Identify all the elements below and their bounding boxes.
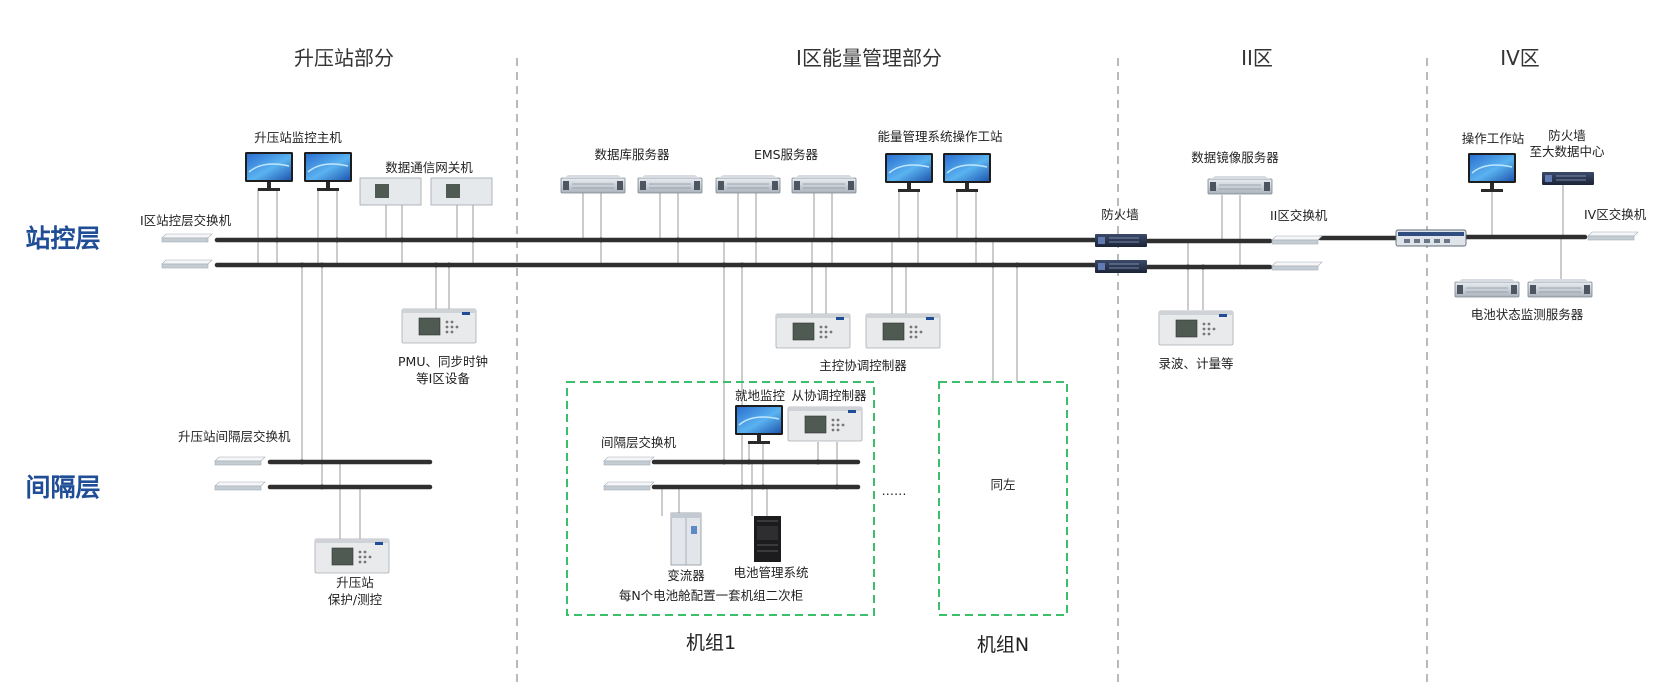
label-firewall-bigdata-line1: 防火墙 — [1548, 128, 1586, 143]
label-pmu-line2: 等I区设备 — [416, 371, 470, 386]
label-master-controller: 主控协调控制器 — [819, 358, 907, 373]
slave-controller-device-icon — [787, 406, 863, 442]
pcs-cabinet-icon — [670, 512, 702, 566]
bms-cabinet-icon — [754, 516, 781, 562]
switch-icon — [603, 456, 655, 466]
label-boost-protect-line2: 保护/测控 — [328, 592, 383, 607]
station-bus — [214, 234, 1588, 270]
switch-icon — [1271, 261, 1323, 271]
controller-device-icon — [865, 313, 941, 349]
label-firewall: 防火墙 — [1101, 207, 1139, 222]
server-icon — [715, 174, 781, 194]
gateway-screen-icon — [446, 184, 460, 198]
monitor-icon — [942, 152, 992, 193]
label-unit1: 机组1 — [686, 632, 736, 654]
pmu-device-icon — [401, 308, 477, 344]
firewall-icon — [1094, 259, 1148, 274]
label-boost-bay-switch: 升压站间隔层交换机 — [178, 429, 291, 444]
label-same-as-left: 同左 — [990, 477, 1015, 492]
gateway-device-icon — [430, 177, 493, 206]
label-data-comm-gateway: 数据通信网关机 — [385, 160, 473, 175]
server-icon — [1454, 278, 1520, 298]
label-ems-workstation: 能量管理系统操作工站 — [877, 129, 1002, 144]
firewall-icon — [1541, 171, 1595, 186]
server-icon — [637, 174, 703, 194]
label-ems-server: EMS服务器 — [754, 147, 819, 162]
switch-icon — [161, 233, 213, 243]
label-pcs: 变流器 — [667, 568, 705, 583]
monitor-icon — [303, 151, 353, 192]
controller-device-icon — [775, 313, 851, 349]
label-local-monitor: 就地监控 — [735, 388, 786, 403]
server-icon — [1527, 278, 1593, 298]
label-boost-protect-line1: 升压站 — [336, 575, 374, 590]
switch-icon — [161, 259, 213, 269]
label-zone4-switch: IV区交换机 — [1584, 207, 1647, 222]
switch-icon — [1587, 231, 1639, 241]
label-recorder: 录波、计量等 — [1158, 356, 1233, 371]
zone-title-zone1: I区能量管理部分 — [796, 46, 942, 70]
firewall-icon — [1094, 233, 1148, 248]
bay-bus-unit1 — [651, 459, 861, 490]
switch-icon — [214, 481, 266, 491]
server-icon — [560, 174, 626, 194]
isolator-device-icon — [1395, 229, 1467, 247]
switch-icon — [603, 481, 655, 491]
label-mirror-server: 数据镜像服务器 — [1191, 150, 1279, 165]
monitor-icon — [244, 151, 294, 192]
server-icon — [1207, 175, 1273, 195]
junction-dots — [274, 237, 1206, 490]
unit1-group-box — [566, 381, 875, 616]
label-unit-note: 每N个电池舱配置一套机组二次柜 — [619, 588, 803, 603]
layer-title-bay: 间隔层 — [25, 473, 100, 502]
label-unitN: 机组N — [977, 634, 1029, 656]
label-pmu-line1: PMU、同步时钟 — [398, 354, 488, 369]
label-db-server: 数据库服务器 — [594, 147, 670, 162]
boost-protect-device-icon — [314, 538, 390, 574]
zone-title-zone4: IV区 — [1500, 46, 1540, 70]
gateway-screen-icon — [375, 184, 389, 198]
recorder-device-icon — [1158, 310, 1234, 346]
label-battery-monitor-server: 电池状态监测服务器 — [1471, 307, 1584, 322]
label-zone2-switch: II区交换机 — [1270, 208, 1328, 223]
label-zone1-station-switch: I区站控层交换机 — [140, 213, 232, 228]
label-bay-switch: 间隔层交换机 — [601, 435, 677, 450]
connector-lines — [257, 185, 1564, 540]
switch-icon — [214, 456, 266, 466]
label-op-workstation: 操作工作站 — [1462, 131, 1525, 146]
monitor-icon — [884, 152, 934, 193]
server-icon — [791, 174, 857, 194]
label-slave-controller: 从协调控制器 — [791, 388, 867, 403]
label-ellipsis: …… — [882, 483, 907, 498]
monitor-icon — [1467, 152, 1517, 193]
gateway-device-icon — [359, 177, 422, 206]
label-firewall-bigdata-line2: 至大数据中心 — [1529, 144, 1605, 159]
zone-title-boost: 升压站部分 — [294, 46, 394, 70]
unitN-group-box — [938, 381, 1068, 616]
label-boost-monitor-host: 升压站监控主机 — [254, 130, 342, 145]
label-bms: 电池管理系统 — [733, 565, 808, 580]
bay-bus-boost — [267, 459, 433, 490]
switch-icon — [1271, 235, 1323, 245]
zone-title-zone2: II区 — [1241, 46, 1273, 70]
layer-title-station: 站控层 — [25, 224, 100, 253]
